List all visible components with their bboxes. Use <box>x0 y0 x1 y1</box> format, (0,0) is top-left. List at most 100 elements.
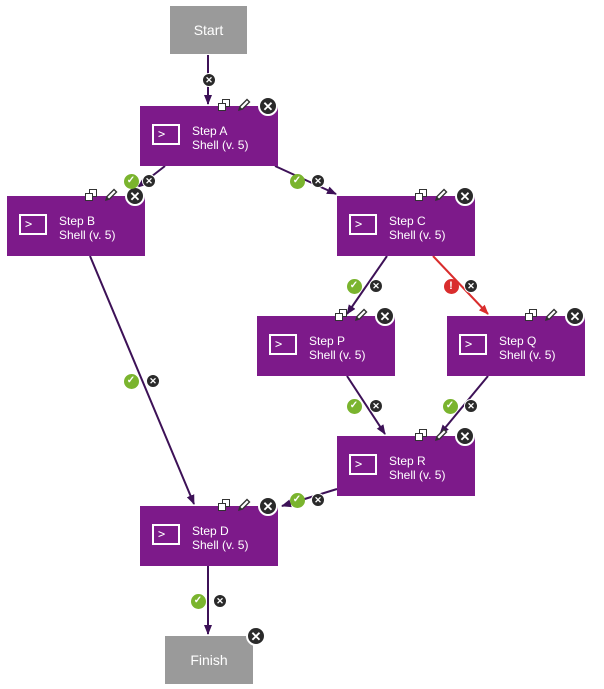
pencil-icon <box>354 308 368 322</box>
edge-remove-button[interactable]: ✕ <box>142 174 156 188</box>
close-icon: ✕ <box>569 308 581 324</box>
step-d-node[interactable]: > Step D Shell (v. 5) ✕ <box>140 496 278 566</box>
step-c-copy-button[interactable] <box>415 189 427 201</box>
step-d-copy-button[interactable] <box>218 499 230 511</box>
copy-icon-back <box>85 193 93 201</box>
step-p-node[interactable]: > Step P Shell (v. 5) ✕ <box>257 306 395 376</box>
step-q-copy-button[interactable] <box>525 309 537 321</box>
step-c-type: Shell (v. 5) <box>389 228 446 242</box>
step-q-toolbar: ✕ <box>523 305 591 327</box>
finish-remove-button[interactable]: ✕ <box>246 626 266 646</box>
step-c-labels: Step C Shell (v. 5) <box>389 214 445 242</box>
edge-success-badge[interactable]: ✓ <box>442 398 458 414</box>
close-icon: ✕ <box>250 628 262 644</box>
start-node[interactable]: Start <box>170 6 247 54</box>
edge-a-to-c[interactable] <box>274 165 337 195</box>
terminal-icon: > <box>152 124 180 145</box>
pencil-icon <box>104 188 118 202</box>
terminal-icon: > <box>269 334 297 355</box>
step-c-name: Step C <box>389 214 426 228</box>
edge-success-badge[interactable]: ✓ <box>289 173 305 189</box>
edge-remove-button[interactable]: ✕ <box>213 594 227 608</box>
finish-node[interactable]: Finish <box>165 636 253 684</box>
prompt-glyph: > <box>275 337 283 351</box>
step-r-type: Shell (v. 5) <box>389 468 446 482</box>
step-c-edit-button[interactable] <box>433 187 449 203</box>
step-b-node[interactable]: > Step B Shell (v. 5) ✕ <box>7 186 145 256</box>
step-d-remove-button[interactable]: ✕ <box>258 496 278 516</box>
step-r-copy-button[interactable] <box>415 429 427 441</box>
step-a-copy-button[interactable] <box>218 99 230 111</box>
step-b-name: Step B <box>59 214 96 228</box>
edge-success-badge[interactable]: ✓ <box>190 593 206 609</box>
terminal-icon: > <box>19 214 47 235</box>
edge-remove-button[interactable]: ✕ <box>369 279 383 293</box>
step-p-type: Shell (v. 5) <box>309 348 366 362</box>
edge-remove-button[interactable]: ✕ <box>464 279 478 293</box>
step-p-remove-button[interactable]: ✕ <box>375 306 395 326</box>
step-b-remove-button[interactable]: ✕ <box>125 186 145 206</box>
step-p-labels: Step P Shell (v. 5) <box>309 334 365 362</box>
step-a-name: Step A <box>192 124 228 138</box>
step-r-toolbar: ✕ <box>413 425 481 447</box>
step-a-type: Shell (v. 5) <box>192 138 249 152</box>
step-d-labels: Step D Shell (v. 5) <box>192 524 248 552</box>
start-label: Start <box>193 22 224 38</box>
step-r-edit-button[interactable] <box>433 427 449 443</box>
step-c-remove-button[interactable]: ✕ <box>455 186 475 206</box>
edge-remove-button[interactable]: ✕ <box>464 399 478 413</box>
edge-c-to-q[interactable] <box>432 255 489 315</box>
copy-icon-back <box>218 503 226 511</box>
terminal-icon: > <box>349 454 377 475</box>
step-r-remove-button[interactable]: ✕ <box>455 426 475 446</box>
edge-b-to-d[interactable] <box>89 255 195 505</box>
pencil-icon <box>237 498 251 512</box>
step-a-edit-button[interactable] <box>236 97 252 113</box>
edge-remove-button[interactable]: ✕ <box>369 399 383 413</box>
pencil-icon <box>544 308 558 322</box>
edge-failure-badge[interactable]: ! <box>443 278 459 294</box>
prompt-glyph: > <box>158 127 166 141</box>
close-icon: ✕ <box>379 308 391 324</box>
edge-c-to-p[interactable] <box>346 255 388 315</box>
edge-success-badge[interactable]: ✓ <box>289 492 305 508</box>
step-a-remove-button[interactable]: ✕ <box>258 96 278 116</box>
prompt-glyph: > <box>465 337 473 351</box>
pencil-tip <box>546 316 550 320</box>
step-d-edit-button[interactable] <box>236 497 252 513</box>
terminal-icon: > <box>459 334 487 355</box>
edge-success-badge[interactable]: ✓ <box>346 278 362 294</box>
edge-success-badge[interactable]: ✓ <box>346 398 362 414</box>
step-a-toolbar: ✕ <box>216 95 284 117</box>
step-p-copy-button[interactable] <box>335 309 347 321</box>
copy-icon-back <box>335 313 343 321</box>
edge-remove-button[interactable]: ✕ <box>311 174 325 188</box>
prompt-glyph: > <box>158 527 166 541</box>
pencil-tip <box>356 316 360 320</box>
step-b-copy-button[interactable] <box>85 189 97 201</box>
step-q-remove-button[interactable]: ✕ <box>565 306 585 326</box>
prompt-glyph: > <box>355 457 363 471</box>
step-d-name: Step D <box>192 524 229 538</box>
step-r-node[interactable]: > Step R Shell (v. 5) ✕ <box>337 426 475 496</box>
step-p-edit-button[interactable] <box>353 307 369 323</box>
step-a-node[interactable]: > Step A Shell (v. 5) ✕ <box>140 96 278 166</box>
step-b-edit-button[interactable] <box>103 187 119 203</box>
prompt-glyph: > <box>355 217 363 231</box>
edge-success-badge[interactable]: ✓ <box>123 373 139 389</box>
pencil-tip <box>436 196 440 200</box>
edge-p-to-r[interactable] <box>346 375 386 435</box>
close-icon: ✕ <box>129 188 141 204</box>
edge-remove-button[interactable]: ✕ <box>311 493 325 507</box>
step-q-edit-button[interactable] <box>543 307 559 323</box>
step-q-node[interactable]: > Step Q Shell (v. 5) ✕ <box>447 306 585 376</box>
step-c-node[interactable]: > Step C Shell (v. 5) ✕ <box>337 186 475 256</box>
copy-icon-back <box>415 433 423 441</box>
close-icon: ✕ <box>262 98 274 114</box>
pencil-tip <box>239 106 243 110</box>
edge-remove-button[interactable]: ✕ <box>202 73 216 87</box>
edge-remove-button[interactable]: ✕ <box>146 374 160 388</box>
pencil-icon <box>434 428 448 442</box>
edge-success-badge[interactable]: ✓ <box>123 173 139 189</box>
